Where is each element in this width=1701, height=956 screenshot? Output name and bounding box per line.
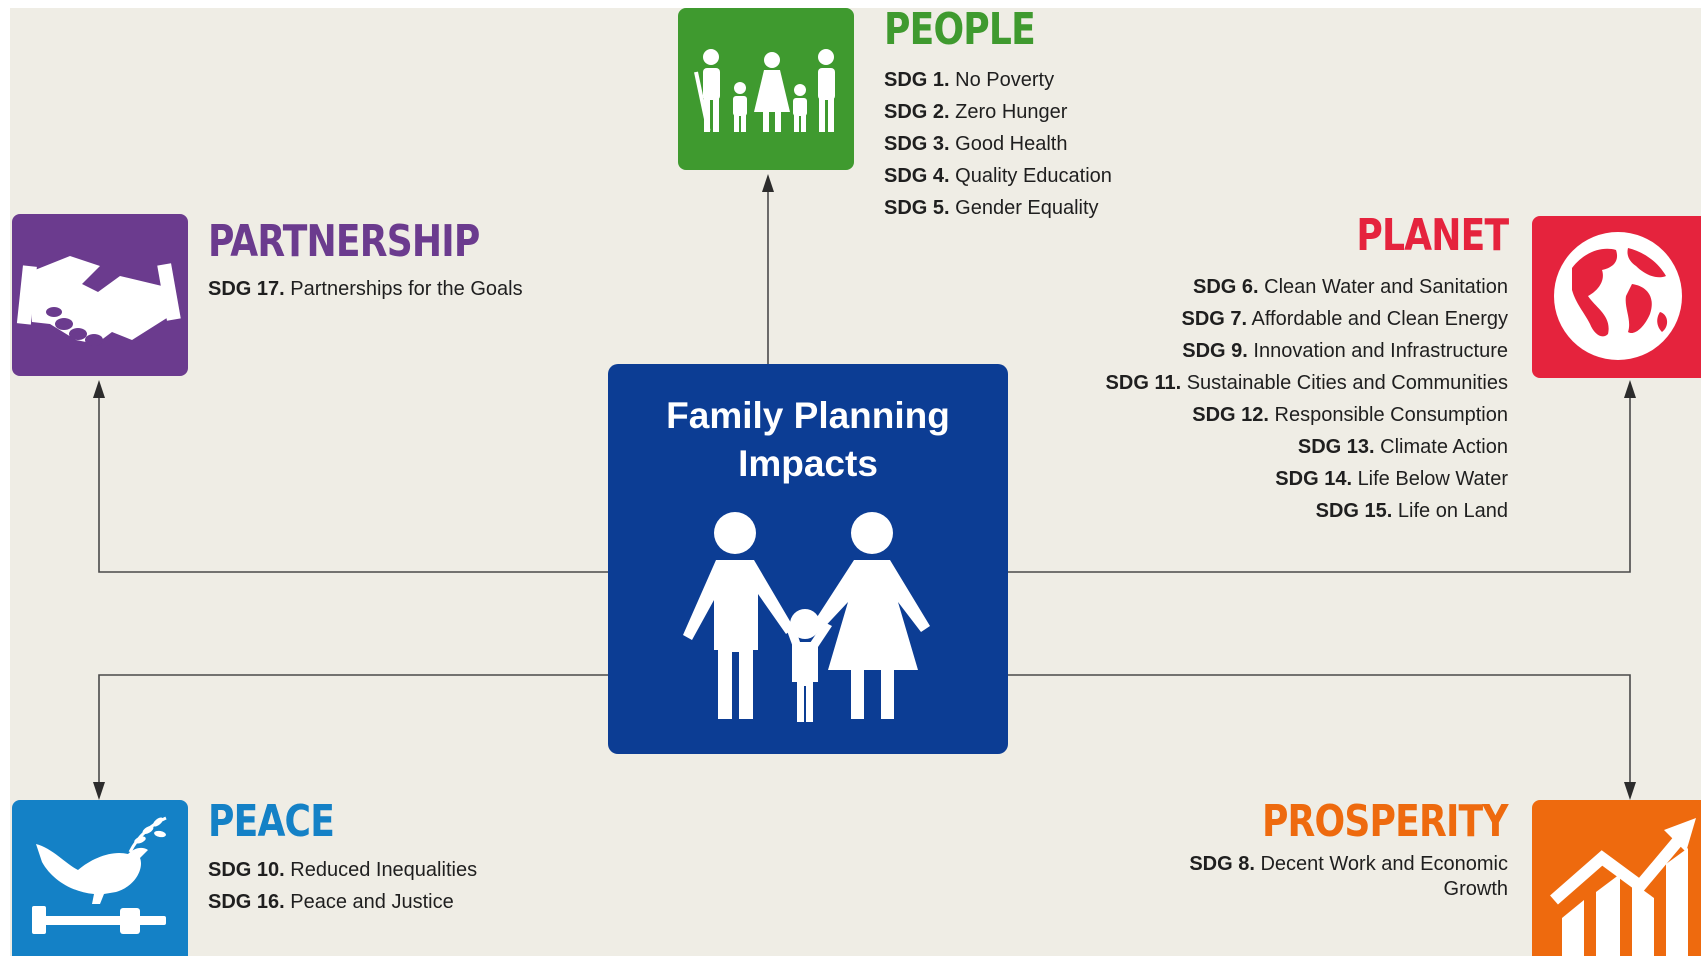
goal-item: SDG 1. No Poverty	[884, 64, 1112, 96]
goal-label: Good Health	[955, 133, 1068, 155]
goal-label: Sustainable Cities and Communities	[1186, 372, 1508, 394]
goal-label-continued: Growth	[1443, 878, 1508, 900]
goal-number: SDG 7.	[1181, 308, 1248, 330]
goal-number: SDG 17.	[208, 278, 285, 300]
goal-item: SDG 10. Reduced Inequalities	[208, 854, 477, 886]
prosperity-goal-list: SDG 8. Decent Work and Economic Growth	[1148, 852, 1508, 902]
peace-heading: PEACE	[208, 796, 335, 847]
goal-number: SDG 11.	[1105, 372, 1182, 394]
prosperity-heading: PROSPERITY	[1262, 796, 1509, 847]
family-group-icon	[694, 49, 835, 132]
goal-label: Quality Education	[955, 165, 1112, 187]
goal-item: SDG 7. Affordable and Clean Energy	[1106, 303, 1508, 335]
goal-number: SDG 10.	[208, 859, 285, 881]
goal-item: SDG 6. Clean Water and Sanitation	[1106, 271, 1508, 303]
goal-item: SDG 16. Peace and Justice	[208, 886, 477, 918]
goal-item: SDG 13. Climate Action	[1106, 431, 1508, 463]
arrowhead-peace	[93, 782, 105, 800]
goal-number: SDG 13.	[1297, 436, 1375, 458]
goal-label: Climate Action	[1380, 436, 1508, 458]
goal-item: SDG 9. Innovation and Infrastructure	[1106, 335, 1508, 367]
connector-peace	[98, 674, 608, 784]
goal-item: SDG 4. Quality Education	[884, 160, 1112, 192]
goal-item: SDG 12. Responsible Consumption	[1106, 399, 1508, 431]
goal-number: SDG 8.	[1189, 853, 1255, 875]
handshake-icon	[16, 256, 181, 346]
goal-label: Peace and Justice	[290, 891, 454, 913]
family-icon	[683, 512, 930, 722]
goal-label: Responsible Consumption	[1274, 404, 1508, 426]
center-title-line-2: Impacts	[738, 443, 878, 484]
growth-chart-icon	[1550, 818, 1696, 956]
goal-number: SDG 3.	[884, 133, 950, 155]
goal-label: Innovation and Infrastructure	[1253, 340, 1508, 362]
goal-number: SDG 1.	[884, 69, 950, 91]
arrowhead-prosperity	[1624, 782, 1636, 800]
goal-label: Clean Water and Sanitation	[1264, 276, 1508, 298]
goal-number: SDG 12.	[1192, 404, 1269, 426]
dove-gavel-icon	[32, 816, 167, 934]
peace-goal-list: SDG 10. Reduced Inequalities SDG 16. Pea…	[208, 854, 477, 918]
people-heading: PEOPLE	[884, 4, 1036, 55]
connector-partnership	[98, 392, 608, 573]
arrowhead-people	[762, 174, 774, 192]
connector-planet	[1008, 392, 1631, 573]
goal-label: Life on Land	[1397, 500, 1508, 522]
goal-item: SDG 3. Good Health	[884, 128, 1112, 160]
goal-number: SDG 2.	[884, 101, 950, 123]
center-title-line-1: Family Planning	[666, 395, 950, 436]
goal-label: Decent Work and Economic	[1260, 853, 1508, 875]
partnership-goal-list: SDG 17. Partnerships for the Goals	[208, 273, 523, 305]
goal-label: Gender Equality	[955, 197, 1099, 219]
goal-number: SDG 16.	[208, 891, 285, 913]
goal-item: SDG 17. Partnerships for the Goals	[208, 273, 523, 305]
goal-item: SDG 14. Life Below Water	[1106, 463, 1508, 495]
family-planning-impacts-box: Family Planning Impacts	[608, 364, 1008, 754]
goal-number: SDG 15.	[1315, 500, 1393, 522]
goal-label: Life Below Water	[1357, 468, 1508, 490]
goal-item: SDG 5. Gender Equality	[884, 192, 1112, 224]
goal-number: SDG 9.	[1182, 340, 1248, 362]
prosperity-tile	[1532, 800, 1701, 956]
arrowhead-partnership	[93, 380, 105, 398]
goal-item: SDG 11. Sustainable Cities and Communiti…	[1106, 367, 1508, 399]
goal-label: Zero Hunger	[955, 101, 1068, 123]
goal-number: SDG 6.	[1193, 276, 1259, 298]
planet-heading: PLANET	[1356, 210, 1509, 261]
goal-number: SDG 14.	[1275, 468, 1352, 490]
goal-label: Partnerships for the Goals	[290, 278, 523, 300]
goal-number: SDG 5.	[884, 197, 950, 219]
goal-item: SDG 2. Zero Hunger	[884, 96, 1112, 128]
peace-tile	[12, 800, 188, 956]
people-goal-list: SDG 1. No Poverty SDG 2. Zero Hunger SDG…	[884, 64, 1112, 224]
partnership-tile	[12, 214, 188, 376]
planet-goal-list: SDG 6. Clean Water and Sanitation SDG 7.…	[1106, 271, 1508, 527]
connector-prosperity	[1008, 674, 1631, 784]
goal-item: SDG 8. Decent Work and Economic Growth	[1148, 852, 1508, 902]
goal-label: Reduced Inequalities	[290, 859, 478, 881]
partnership-heading: PARTNERSHIP	[208, 216, 480, 267]
goal-item: SDG 15. Life on Land	[1106, 495, 1508, 527]
goal-label: No Poverty	[955, 69, 1055, 91]
globe-icon	[1554, 232, 1682, 360]
goal-label: Affordable and Clean Energy	[1251, 308, 1508, 330]
arrowhead-planet	[1624, 380, 1636, 398]
planet-tile	[1532, 216, 1701, 378]
goal-number: SDG 4.	[884, 165, 950, 187]
people-tile	[678, 8, 854, 170]
center-title: Family Planning Impacts	[608, 392, 1008, 488]
